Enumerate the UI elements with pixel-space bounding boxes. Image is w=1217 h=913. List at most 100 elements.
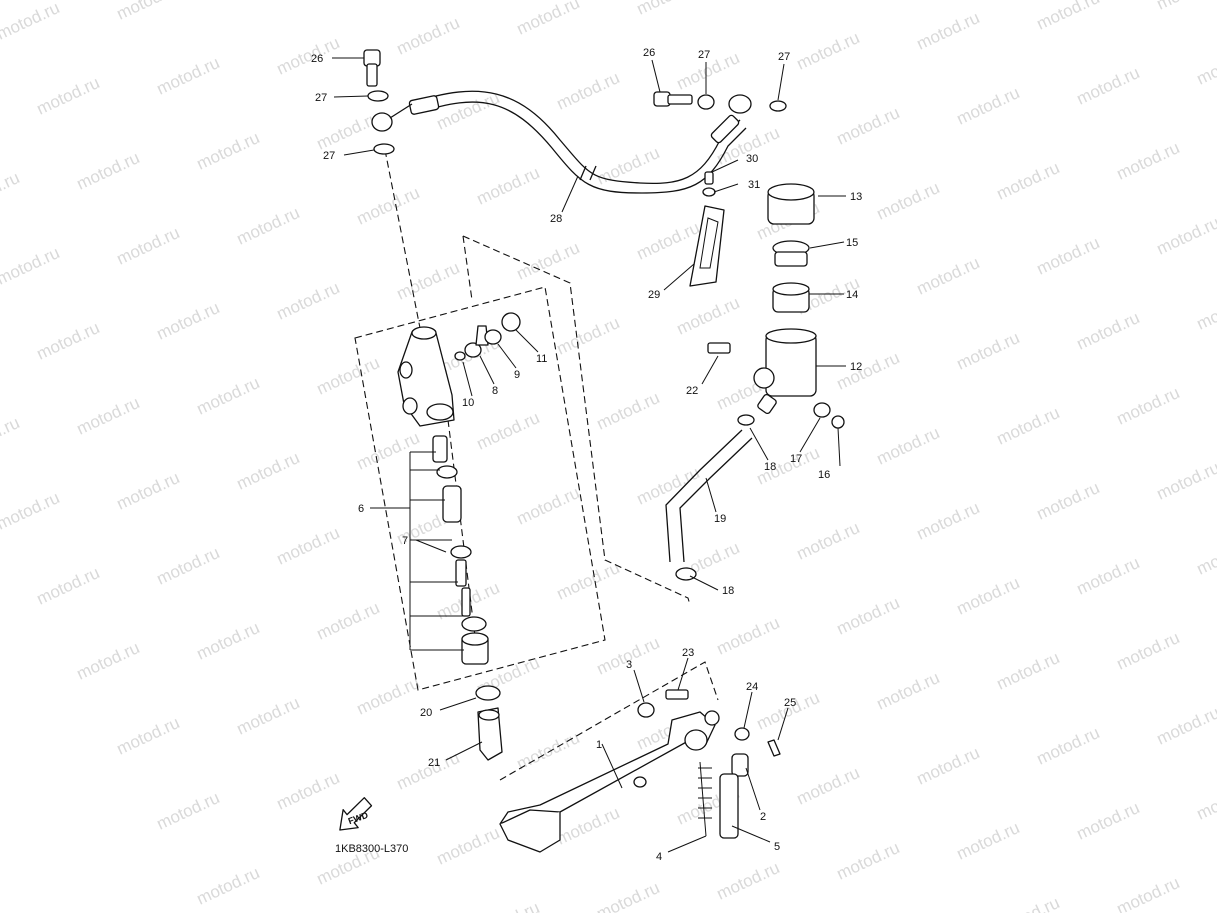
hose-route-outline: [462, 235, 691, 606]
callout-18-top: 18: [764, 461, 776, 473]
callout-20: 20: [420, 707, 432, 719]
clevis: [475, 685, 503, 761]
watermark-text: motod.ru: [994, 158, 1063, 204]
callout-18-bottom: 18: [722, 585, 734, 597]
watermark-text: motod.ru: [354, 673, 423, 719]
watermark-text: motod.ru: [274, 278, 343, 324]
watermark-text: motod.ru: [914, 743, 983, 789]
watermark-text: motod.ru: [154, 53, 223, 99]
watermark-text: motod.ru: [154, 298, 223, 344]
watermark-text: motod.ru: [74, 638, 143, 684]
watermark-text: motod.ru: [314, 353, 383, 399]
watermark-text: motod.ru: [834, 348, 903, 394]
watermark-text: motod.ru: [914, 498, 983, 544]
rod-route-outline: [462, 235, 473, 301]
watermark-text: motod.ru: [34, 318, 103, 364]
watermark-text: motod.ru: [274, 768, 343, 814]
callout-4: 4: [656, 851, 662, 863]
watermark-text: motod.ru: [194, 618, 263, 664]
watermark-text: motod.ru: [1034, 723, 1103, 769]
brake-hose: [408, 90, 747, 194]
callout-19: 19: [714, 513, 726, 525]
watermark-text: motod.ru: [794, 28, 863, 74]
watermark-text: motod.ru: [554, 558, 623, 604]
watermark-text: motod.ru: [1074, 553, 1143, 599]
watermark-text: motod.ru: [954, 818, 1023, 864]
watermark-text: motod.ru: [1114, 628, 1183, 674]
master-cylinder-body: [397, 326, 455, 427]
watermark-text: motod.ru: [114, 0, 183, 24]
watermark-text: motod.ru: [554, 68, 623, 114]
callout-27-left-bottom: 27: [323, 150, 335, 162]
watermark-text: motod.ru: [1194, 533, 1217, 579]
callout-6: 6: [358, 503, 364, 515]
pedal-mount-outline: [499, 661, 719, 781]
watermark-text: motod.ru: [1154, 703, 1217, 749]
watermark-text: motod.ru: [194, 863, 263, 909]
watermark-text: motod.ru: [834, 593, 903, 639]
watermark-text: motod.ru: [394, 748, 463, 794]
watermark-text: motod.ru: [434, 823, 503, 869]
watermark-text: motod.ru: [1114, 138, 1183, 184]
watermark-text: motod.ru: [0, 168, 22, 214]
callout-29: 29: [648, 289, 660, 301]
watermark-text: motod.ru: [634, 463, 703, 509]
callout-numbers: 26 27 27 26 27 27 28 30 31 29 13 15 14 1…: [311, 47, 862, 863]
watermark-text: motod.ru: [474, 898, 543, 913]
watermark-text: motod.ru: [874, 178, 943, 224]
callout-31: 31: [748, 179, 760, 191]
watermark-text: motod.ru: [114, 223, 183, 269]
callout-21: 21: [428, 757, 440, 769]
callout-22: 22: [686, 385, 698, 397]
watermark-text: motod.ru: [154, 543, 223, 589]
callout-30: 30: [746, 153, 758, 165]
callout-leaders: [332, 57, 846, 853]
callout-27-left-top: 27: [315, 92, 327, 104]
watermark-text: motod.ru: [834, 103, 903, 149]
fitting-parts: [454, 312, 521, 361]
callout-13: 13: [850, 191, 862, 203]
callout-3: 3: [626, 659, 632, 671]
watermark-text: motod.ru: [234, 448, 303, 494]
watermark-text: motod.ru: [234, 0, 303, 4]
watermark-text: motod.ru: [914, 253, 983, 299]
callout-26-left: 26: [311, 53, 323, 65]
watermark-text: motod.ru: [154, 788, 223, 834]
watermark-text: motod.ru: [0, 0, 62, 44]
watermark-text: motod.ru: [1034, 478, 1103, 524]
watermark-text: motod.ru: [514, 0, 583, 39]
watermark-text: motod.ru: [1074, 63, 1143, 109]
watermark-text: motod.ru: [0, 413, 22, 459]
watermark-text: motod.ru: [714, 858, 783, 904]
watermark-text: motod.ru: [114, 468, 183, 514]
callout-14: 14: [846, 289, 858, 301]
watermark-text: motod.ru: [394, 13, 463, 59]
callout-16: 16: [818, 469, 830, 481]
watermark-text: motod.ru: [834, 838, 903, 884]
watermark-text: motod.ru: [914, 8, 983, 54]
watermark-text: motod.ru: [1154, 458, 1217, 504]
callout-26-right: 26: [643, 47, 655, 59]
watermark-text: motod.ru: [314, 108, 383, 154]
fwd-arrow: FWD: [339, 797, 373, 831]
callout-7: 7: [402, 535, 408, 547]
reservoir: [707, 183, 845, 429]
callout-5: 5: [774, 841, 780, 853]
watermark-text: motod.ru: [754, 688, 823, 734]
watermark-text: motod.ru: [1034, 233, 1103, 279]
banjo-left: [363, 49, 413, 155]
watermark-text: motod.ru: [1194, 288, 1217, 334]
watermark-text: motod.ru: [634, 218, 703, 264]
watermark-text: motod.ru: [0, 243, 62, 289]
watermark-text: motod.ru: [554, 313, 623, 359]
watermark-text: motod.ru: [74, 393, 143, 439]
watermark-text: motod.ru: [514, 238, 583, 284]
callout-10: 10: [462, 397, 474, 409]
watermark-text: motod.ru: [954, 573, 1023, 619]
watermark-text: motod.ru: [594, 878, 663, 913]
watermark-text: motod.ru: [1154, 213, 1217, 259]
watermark-text: motod.ru: [474, 163, 543, 209]
callout-23: 23: [682, 647, 694, 659]
watermark-text: motod.ru: [74, 148, 143, 194]
watermark-text: motod.ru: [1194, 43, 1217, 89]
